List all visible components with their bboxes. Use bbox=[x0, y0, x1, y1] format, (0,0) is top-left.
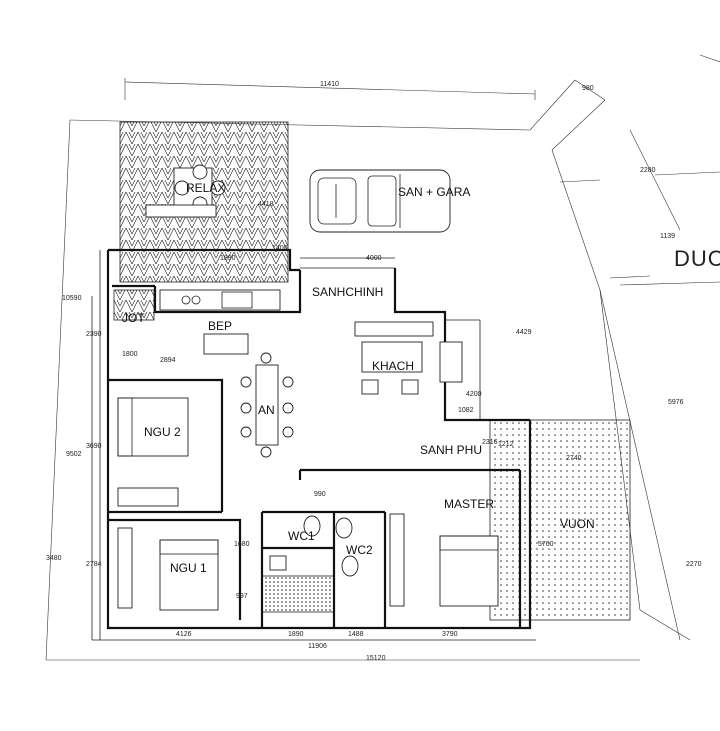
room-label-jot: JOT bbox=[122, 311, 145, 325]
closet-ngu1 bbox=[117, 527, 133, 609]
exterior-walls bbox=[91, 248, 536, 641]
dim-label: 11906 bbox=[308, 643, 327, 650]
room-label-an: AN bbox=[258, 403, 275, 417]
dim-label: 1890 bbox=[288, 631, 304, 638]
car bbox=[309, 169, 451, 233]
dim-label: 1890 bbox=[220, 255, 236, 262]
stairs bbox=[113, 289, 155, 321]
dim-label: 1680 bbox=[234, 541, 250, 548]
dim-label: 5760 bbox=[538, 541, 554, 548]
dim-label: 3480 bbox=[46, 555, 62, 562]
dim-label: 2280 bbox=[640, 167, 656, 174]
room-label-san-gara: SAN + GARA bbox=[398, 185, 470, 199]
closet-master bbox=[389, 513, 405, 607]
room-label-khach: KHACH bbox=[372, 359, 414, 373]
dim-label: 2390 bbox=[86, 331, 102, 338]
dim-label: 4000 bbox=[366, 255, 382, 262]
dim-label: 1139 bbox=[660, 233, 675, 240]
kitchen-counter bbox=[159, 289, 281, 355]
room-label-relax: RELAX bbox=[186, 181, 225, 195]
wc-garden bbox=[261, 575, 335, 613]
dim-label: 5976 bbox=[668, 399, 684, 406]
dim-label: 2316 bbox=[482, 439, 498, 446]
dim-label: 11410 bbox=[320, 81, 339, 88]
room-label-sanh-phu: SANH PHU bbox=[420, 443, 482, 457]
dim-label: 3690 bbox=[86, 443, 102, 450]
dim-label: 15120 bbox=[366, 655, 386, 662]
dim-label: 2894 bbox=[160, 357, 176, 364]
dim-label: 3790 bbox=[442, 631, 458, 638]
room-label-wc1: WC1 bbox=[288, 529, 315, 543]
bed-master bbox=[439, 535, 499, 607]
relax-patio bbox=[119, 121, 289, 283]
dim-label: 9502 bbox=[66, 451, 82, 458]
room-label-sanhchinh: SANHCHINH bbox=[312, 285, 383, 299]
dim-label: 1082 bbox=[458, 407, 474, 414]
dim-label: 2270 bbox=[686, 561, 702, 568]
site-boundary bbox=[45, 54, 720, 661]
dim-label: 4200 bbox=[466, 391, 482, 398]
room-label-vuon: VUON bbox=[560, 517, 595, 531]
dim-label: 980 bbox=[582, 85, 594, 92]
dim-label: 1488 bbox=[348, 631, 364, 638]
garden-area bbox=[489, 419, 631, 621]
dim-label: 2740 bbox=[566, 455, 582, 462]
dim-label: 1212 bbox=[498, 441, 514, 448]
dim-label: 4429 bbox=[516, 329, 532, 336]
dim-label: 10590 bbox=[62, 295, 82, 302]
room-label-bep: BEP bbox=[208, 319, 232, 333]
bed-ngu2 bbox=[117, 397, 189, 457]
dim-label: 997 bbox=[236, 593, 248, 600]
closet-ngu2 bbox=[117, 487, 179, 507]
living-sofa bbox=[354, 321, 463, 395]
dimension-labels: 11410 980 2280 1139 5976 2270 4418 1890 … bbox=[46, 81, 702, 662]
dim-label: 1800 bbox=[122, 351, 138, 358]
dim-label: 4418 bbox=[258, 201, 274, 208]
dim-label: 990 bbox=[314, 491, 326, 498]
dining-table bbox=[240, 352, 294, 458]
room-label-ngu2: NGU 2 bbox=[144, 425, 181, 439]
interior-walls bbox=[108, 378, 522, 628]
room-labels: RELAX SAN + GARA SANHCHINH BEP JOT KHACH… bbox=[122, 181, 720, 575]
room-label-master: MASTER bbox=[444, 497, 494, 511]
wc-fixtures bbox=[269, 515, 359, 577]
bed-ngu1 bbox=[159, 539, 219, 611]
room-label-ngu1: NGU 1 bbox=[170, 561, 207, 575]
dim-label: 2784 bbox=[86, 561, 102, 568]
dim-label: 4126 bbox=[176, 631, 192, 638]
room-label-wc2: WC2 bbox=[346, 543, 373, 557]
dim-label: 1400 bbox=[272, 245, 288, 252]
road-label: DUC bbox=[674, 246, 720, 271]
